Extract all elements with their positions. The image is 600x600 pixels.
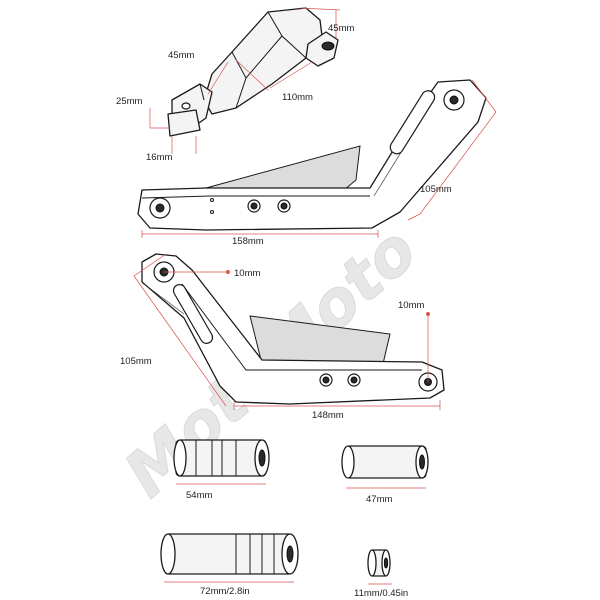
dim-top-bracket-height: 45mm — [328, 23, 354, 34]
top-bracket — [167, 7, 339, 137]
dim-lower-plate-offset: 10mm — [398, 300, 424, 311]
short-spacer — [341, 445, 429, 479]
footpeg — [160, 533, 299, 575]
dim-upper-plate-length: 158mm — [232, 236, 264, 247]
top-bracket-dimensions — [149, 7, 341, 154]
dim-lower-plate-height: 105mm — [120, 356, 152, 367]
dim-long-spacer: 54mm — [186, 490, 212, 501]
upper-footpeg-plate — [137, 79, 487, 231]
dim-small-spacer: 11mm/0.45in — [354, 588, 408, 599]
dim-top-bracket-length: 110mm — [282, 92, 313, 103]
dim-top-bracket-width: 45mm — [168, 50, 194, 61]
dim-lower-plate-length: 148mm — [312, 410, 344, 421]
dim-footpeg: 72mm/2.8in — [200, 586, 250, 597]
upper-plate-dimensions — [141, 79, 497, 238]
lower-plate-dimensions — [133, 253, 441, 410]
dim-short-spacer: 47mm — [366, 494, 392, 505]
dim-upper-plate-height: 105mm — [420, 184, 452, 195]
lower-footpeg-plate — [141, 253, 445, 405]
dim-lower-plate-hole: 10mm — [234, 268, 260, 279]
dim-top-bracket-foot: 16mm — [146, 152, 172, 163]
long-spacer — [173, 439, 270, 477]
dim-top-bracket-drop: 25mm — [116, 96, 142, 107]
small-spacer — [367, 549, 391, 577]
